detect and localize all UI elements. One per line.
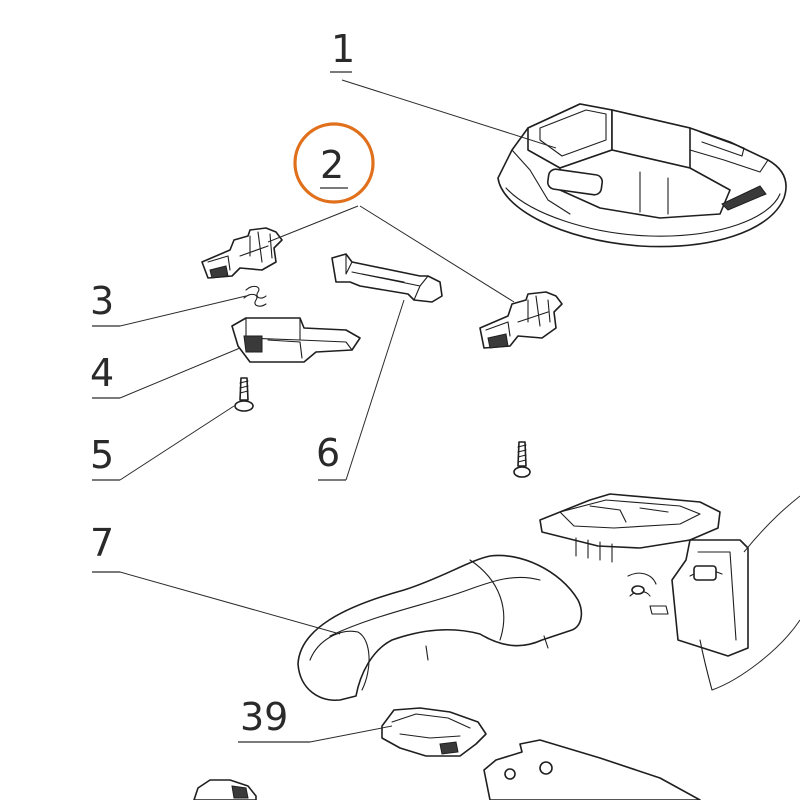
- part-7-handle-cover: [297, 554, 583, 701]
- part-39-clip: [381, 707, 487, 757]
- part-5-screw: [234, 377, 254, 412]
- callout-6: 6: [316, 431, 340, 475]
- callout-1: 1: [331, 27, 355, 71]
- callout-2: 2: [320, 143, 344, 187]
- callout-5: 5: [90, 433, 114, 477]
- callout-labels: 1 2 3 4 5 6 7 39: [90, 27, 355, 739]
- screw-unlabeled: [513, 441, 531, 478]
- callout-3: 3: [90, 279, 114, 323]
- part-1-cover: [497, 103, 787, 248]
- callout-7: 7: [90, 521, 114, 565]
- callout-4: 4: [90, 351, 114, 395]
- callout-39: 39: [240, 695, 288, 739]
- bottom-left-part-fragment: [193, 779, 257, 800]
- bottom-right-plate-fragment: [483, 739, 701, 800]
- circuit-board-assembly: [539, 493, 800, 691]
- leader-lines: [92, 71, 557, 743]
- part-4-slider: [231, 317, 361, 363]
- highlight-circle: [293, 122, 375, 204]
- part-3-spring: [243, 285, 267, 307]
- part-2-latch-right: [479, 291, 563, 349]
- part-6-bracket: [331, 253, 443, 303]
- part-2-latch-left: [201, 227, 283, 279]
